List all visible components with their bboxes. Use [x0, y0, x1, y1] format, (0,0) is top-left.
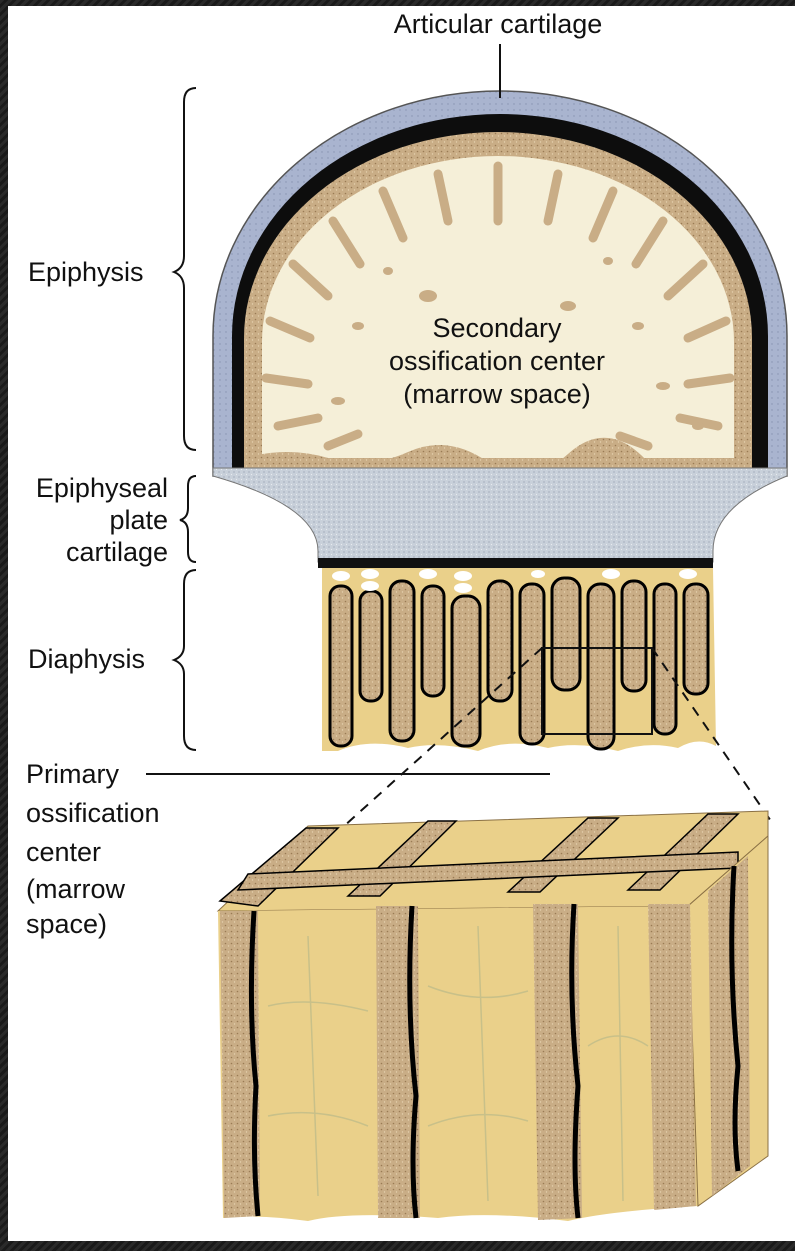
label-primary-line1: Primary	[26, 759, 119, 789]
secondary-marrow-space	[262, 156, 734, 458]
label-plate-line3: cartilage	[65, 537, 168, 567]
label-secondary-line2: ossification center	[388, 346, 606, 376]
label-primary-line2: ossification	[26, 798, 160, 828]
label-primary-line4: (marrow	[26, 874, 125, 904]
plate-bracket	[179, 475, 197, 563]
bone-diagram	[146, 44, 788, 1221]
zoom-line-left	[332, 647, 543, 837]
bone-islands	[331, 257, 704, 430]
epiphyseal-plate-shape	[212, 467, 788, 563]
label-primary-line3: center	[26, 837, 102, 867]
label-diaphysis: Diaphysis	[28, 644, 146, 674]
label-plate-line2: plate	[109, 505, 168, 535]
plate-dark-line	[318, 558, 713, 568]
label-primary-line5: space)	[26, 909, 108, 939]
label-secondary-line3: (marrow space)	[403, 379, 591, 409]
label-articular-cartilage: Articular cartilage	[393, 9, 603, 39]
block-faint-lines	[267, 925, 649, 1202]
trabeculae	[261, 161, 735, 451]
block-top-ridges	[218, 813, 740, 907]
label-secondary-line1: Secondary	[432, 313, 562, 343]
diagram-panel: Articular cartilage Epiphysis Secondary …	[8, 6, 795, 1241]
plate-white-cells	[332, 569, 697, 593]
block-front-face	[218, 906, 698, 1221]
epiphysis-bracket	[171, 87, 197, 451]
block-dark-seams	[248, 865, 741, 1219]
diaphysis-bracket	[171, 569, 197, 751]
zoom-box	[541, 647, 653, 735]
label-epiphysis: Epiphysis	[28, 257, 144, 287]
diaphysis-columns	[328, 576, 710, 751]
label-plate-line1: Epiphyseal	[35, 473, 168, 503]
